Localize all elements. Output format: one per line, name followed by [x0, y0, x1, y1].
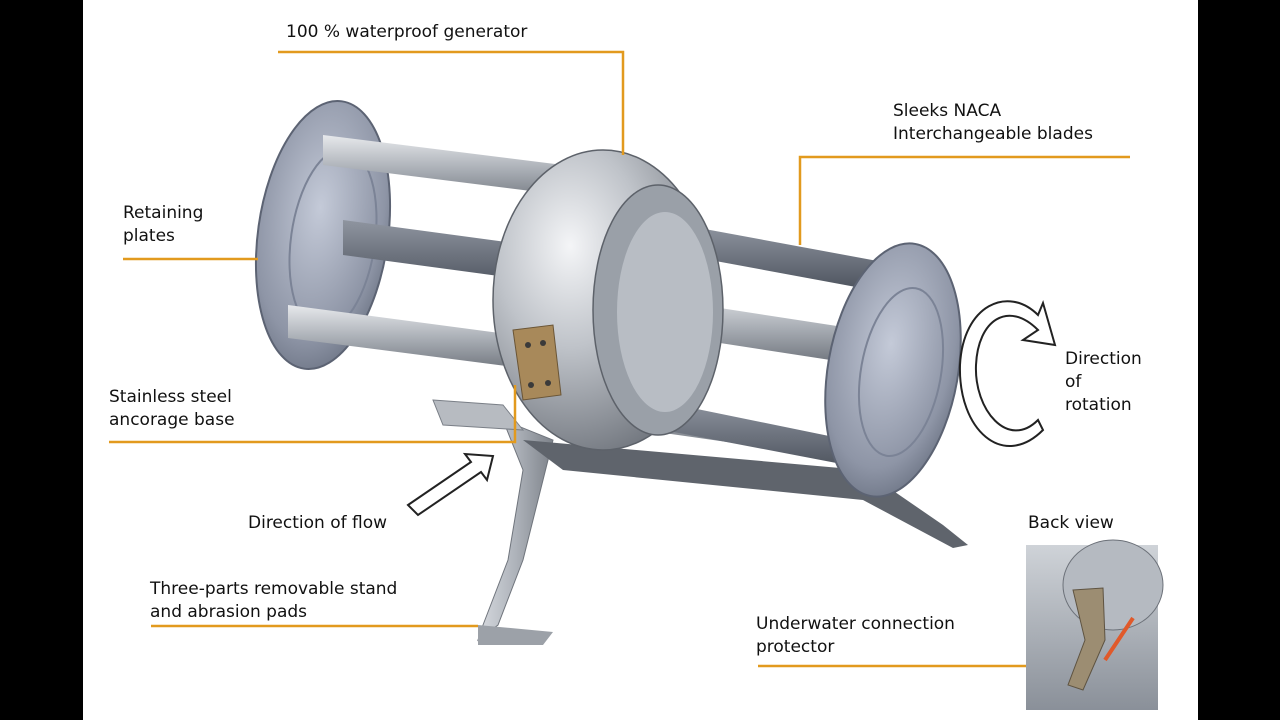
turbine-illustration — [109, 50, 1164, 710]
label-plates: Retaining plates — [123, 203, 204, 246]
leader-connector — [758, 664, 1070, 668]
leader-generator — [278, 50, 625, 155]
label-base: Stainless steel ancorage base — [109, 387, 235, 430]
label-stand: Three-parts removable stand and abrasion… — [150, 579, 398, 622]
right-retaining-plate — [824, 242, 962, 498]
label-back-view: Back view — [1028, 513, 1114, 533]
flow-arrow-icon — [406, 452, 495, 517]
label-flow: Direction of flow — [248, 513, 388, 533]
label-generator: 100 % waterproof generator — [286, 22, 528, 42]
label-connector: Underwater connection protector — [756, 614, 955, 657]
label-blades: Sleeks NACA Interchangeable blades — [893, 101, 1093, 144]
label-rotation: Direction of rotation — [1065, 349, 1142, 415]
generator-sphere — [492, 149, 724, 451]
leader-base — [109, 385, 517, 444]
diagram-canvas: 100 % waterproof generator Sleeks NACA I… — [83, 0, 1198, 720]
back-view-inset — [1026, 539, 1164, 710]
leader-blades — [798, 155, 1130, 245]
rotation-arrow-icon — [958, 299, 1057, 447]
